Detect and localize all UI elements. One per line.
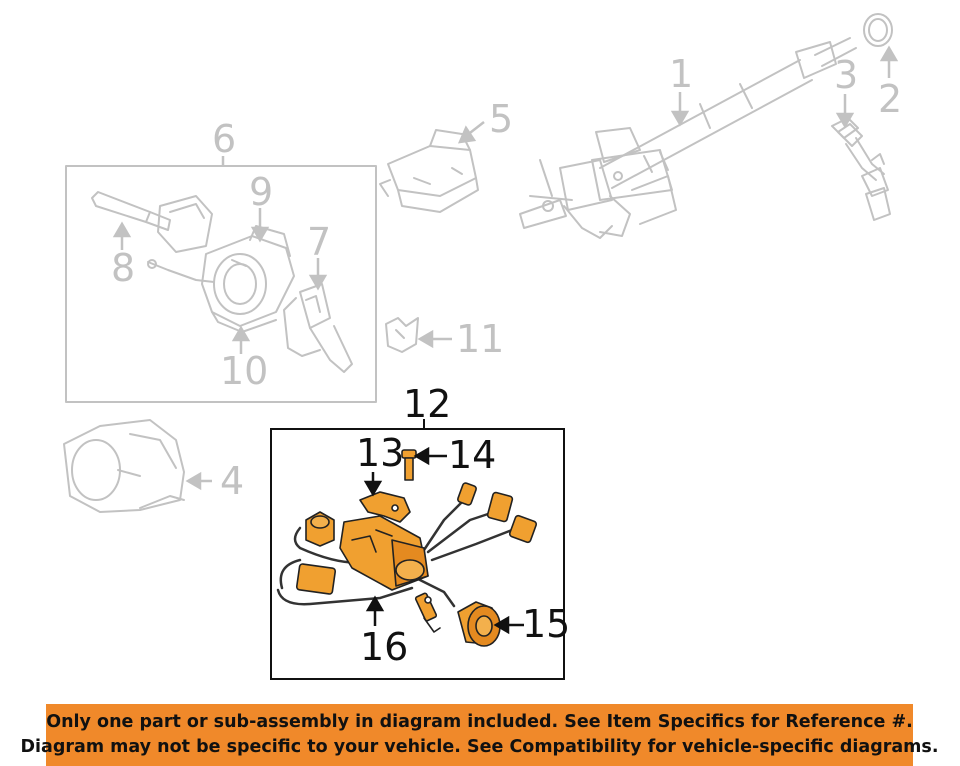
notice-line-2: Diagram may not be specific to your vehi…	[20, 737, 939, 757]
steering-column-parts-diagram: 1 2 3 4 5 6 7 8 9 10 11	[63, 13, 902, 680]
callout-2: 2	[878, 77, 902, 121]
callout-5: 5	[489, 97, 513, 141]
notice-banner: Only one part or sub-assembly in diagram…	[21, 704, 938, 766]
callout-13: 13	[356, 431, 404, 475]
part-12-assembly-frame	[270, 428, 565, 680]
callout-11: 11	[456, 317, 504, 361]
callout-4: 4	[220, 459, 244, 503]
part-4-column-cover	[63, 419, 185, 513]
part-2-seal-ring	[863, 13, 893, 47]
callout-9: 9	[249, 170, 273, 214]
part-15-lock-cylinder	[457, 601, 501, 647]
part-6-group-frame	[65, 165, 377, 403]
part-13-clamp	[359, 491, 411, 523]
callout-10: 10	[220, 349, 268, 393]
notice-line-1: Only one part or sub-assembly in diagram…	[46, 712, 913, 732]
callout-16: 16	[360, 625, 408, 669]
callout-6: 6	[212, 117, 236, 161]
callout-12: 12	[403, 382, 451, 426]
callout-1: 1	[669, 52, 693, 96]
part-16-ignition-switch-harness	[276, 482, 538, 633]
callout-7: 7	[307, 220, 331, 264]
callout-15: 15	[522, 602, 570, 646]
callout-3: 3	[834, 53, 858, 97]
part-9-10-clock-spring	[201, 225, 295, 333]
part-7-light-switch	[283, 283, 353, 373]
part-1-steering-column	[519, 37, 857, 239]
callout-14: 14	[448, 433, 496, 477]
callout-8: 8	[111, 246, 135, 290]
part-3-intermediate-shaft	[831, 117, 891, 221]
part-11-clip	[385, 317, 419, 353]
part-8-wiper-switch	[91, 191, 215, 283]
part-14-bolt	[401, 449, 417, 481]
